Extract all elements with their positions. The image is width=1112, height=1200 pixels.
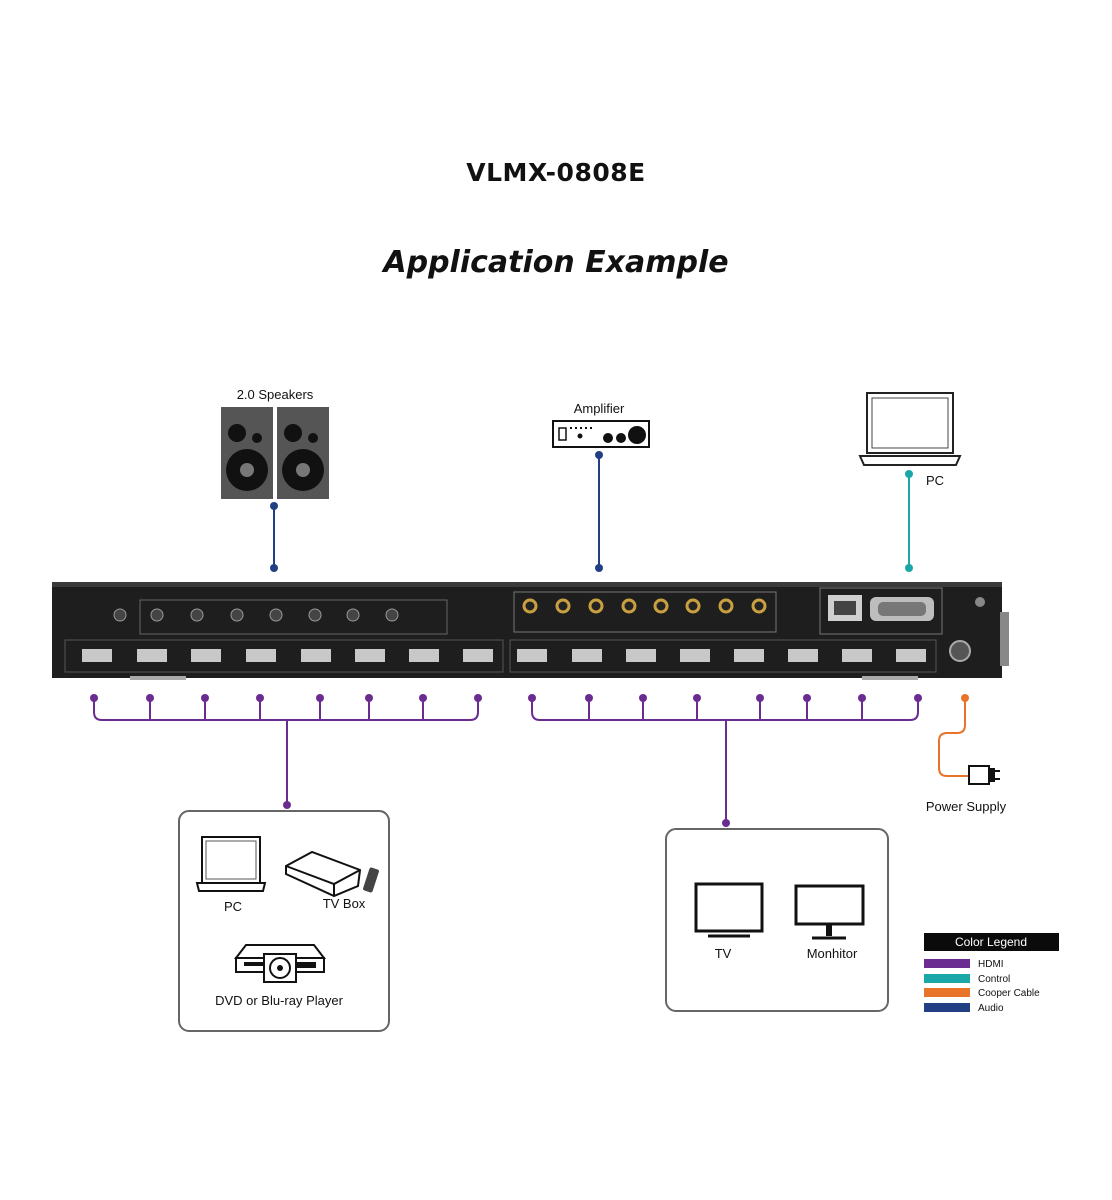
application-example-heading: Application Example (383, 245, 729, 280)
tv-icon (694, 882, 764, 938)
color-legend: Color Legend HDMI Control Cooper Cable A… (924, 933, 1059, 1014)
pc-source-icon (195, 836, 267, 892)
power-jack (949, 640, 971, 662)
legend-swatch-control (924, 974, 970, 983)
amplifier-label: Amplifier (574, 401, 625, 416)
tv-box-icon (285, 850, 379, 898)
legend-title: Color Legend (955, 935, 1027, 949)
amp-audio-jacks (522, 598, 767, 614)
hdmi-output-bus (531, 698, 919, 823)
tv-box-label: TV Box (323, 896, 366, 911)
legend-swatch-hdmi (924, 959, 970, 968)
model-title: VLMX-0808E (466, 158, 646, 187)
ground-screw (975, 597, 985, 607)
legend-swatch-audio (924, 1003, 970, 1012)
legend-label-audio: Audio (978, 1003, 1004, 1014)
monitor-icon (794, 884, 865, 940)
legend-swatch-copper (924, 988, 970, 997)
displays-box (665, 828, 889, 1012)
copper-line-power (938, 694, 969, 777)
legend-label-copper: Cooper Cable (978, 988, 1040, 999)
dvd-label: DVD or Blu-ray Player (215, 993, 344, 1008)
amplifier-icon (552, 420, 650, 448)
legend-label-hdmi: HDMI (978, 959, 1004, 970)
matrix-switcher (52, 582, 1009, 680)
audio-line-amplifier (595, 451, 603, 572)
tv-label: TV (715, 946, 732, 961)
pc-control-label: PC (926, 473, 944, 488)
power-adapter-icon (968, 765, 1000, 785)
hdmi-input-dots (90, 694, 482, 809)
audio-output-jacks (113, 608, 399, 622)
control-line-pc (905, 470, 913, 572)
hdmi-output-ports (517, 649, 926, 662)
dvd-player-icon (233, 944, 327, 983)
audio-line-speakers (270, 502, 278, 572)
hdmi-output-dots (528, 694, 922, 827)
monitor-label: Monhitor (807, 946, 858, 961)
speakers-label: 2.0 Speakers (237, 387, 314, 402)
legend-label-control: Control (978, 974, 1010, 985)
hdmi-input-ports (82, 649, 493, 662)
pc-source-label: PC (224, 899, 242, 914)
power-supply-label: Power Supply (926, 799, 1007, 814)
speakers-icon (221, 407, 329, 499)
laptop-icon (858, 392, 962, 466)
hdmi-input-bus (93, 698, 479, 805)
